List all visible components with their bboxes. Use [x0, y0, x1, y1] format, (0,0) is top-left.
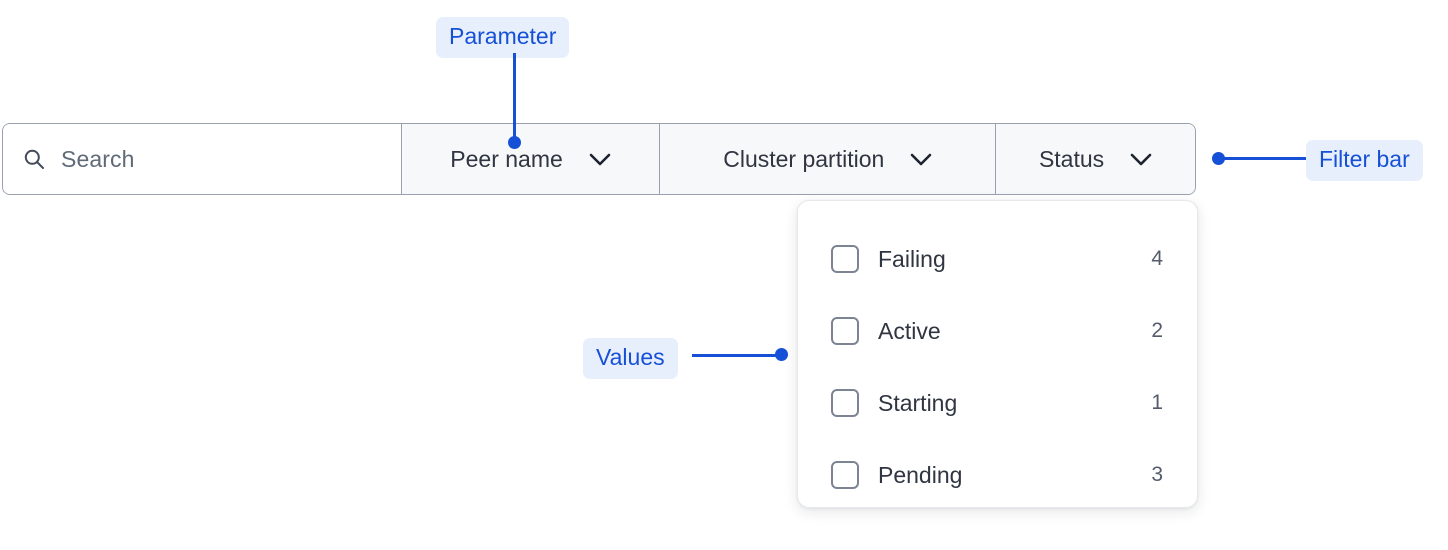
filter-segment-label: Status	[1038, 145, 1105, 172]
option-checkbox[interactable]	[831, 461, 859, 489]
filter-bar: Search Peer name Cluster partition Statu…	[2, 123, 1196, 195]
dropdown-option-row[interactable]: Active 2	[798, 295, 1197, 367]
option-count: 1	[1151, 391, 1163, 414]
option-count: 4	[1151, 247, 1163, 270]
search-icon	[23, 148, 45, 170]
search-placeholder: Search	[61, 145, 135, 172]
filter-segment-cluster-partition[interactable]: Cluster partition	[660, 124, 997, 194]
annotation-label-values: Values	[583, 338, 678, 379]
annotation-connector-values	[692, 354, 782, 357]
annotation-dot-parameter	[508, 136, 521, 149]
option-label: Failing	[878, 245, 946, 272]
annotation-connector-filter-bar	[1224, 157, 1306, 160]
option-label: Pending	[878, 461, 963, 488]
annotation-label-filter-bar: Filter bar	[1306, 140, 1423, 181]
dropdown-option-row[interactable]: Pending 3	[798, 439, 1197, 511]
filter-segment-label: Cluster partition	[723, 145, 885, 172]
option-label: Active	[878, 317, 941, 344]
dropdown-option-row[interactable]: Failing 4	[798, 223, 1197, 295]
option-label: Starting	[878, 389, 958, 416]
filter-segment-label: Peer name	[450, 145, 563, 172]
annotation-dot-values	[775, 348, 788, 361]
chevron-down-icon	[1130, 153, 1152, 166]
annotation-label-parameter: Parameter	[436, 17, 570, 58]
option-checkbox[interactable]	[831, 245, 859, 273]
dropdown-option-row[interactable]: Starting 1	[798, 367, 1197, 439]
filter-segment-peer-name[interactable]: Peer name	[401, 124, 661, 194]
status-dropdown-panel: Failing 4 Active 2 Starting 1 Pending 3	[797, 200, 1198, 508]
chevron-down-icon	[589, 153, 611, 166]
annotation-dot-filter-bar	[1212, 152, 1225, 165]
chevron-down-icon	[910, 153, 932, 166]
option-count: 3	[1151, 463, 1163, 486]
option-count: 2	[1151, 319, 1163, 342]
option-checkbox[interactable]	[831, 317, 859, 345]
annotation-connector-parameter	[513, 53, 516, 143]
option-checkbox[interactable]	[831, 389, 859, 417]
filter-segment-status[interactable]: Status	[996, 124, 1195, 194]
search-input[interactable]: Search	[3, 124, 402, 194]
